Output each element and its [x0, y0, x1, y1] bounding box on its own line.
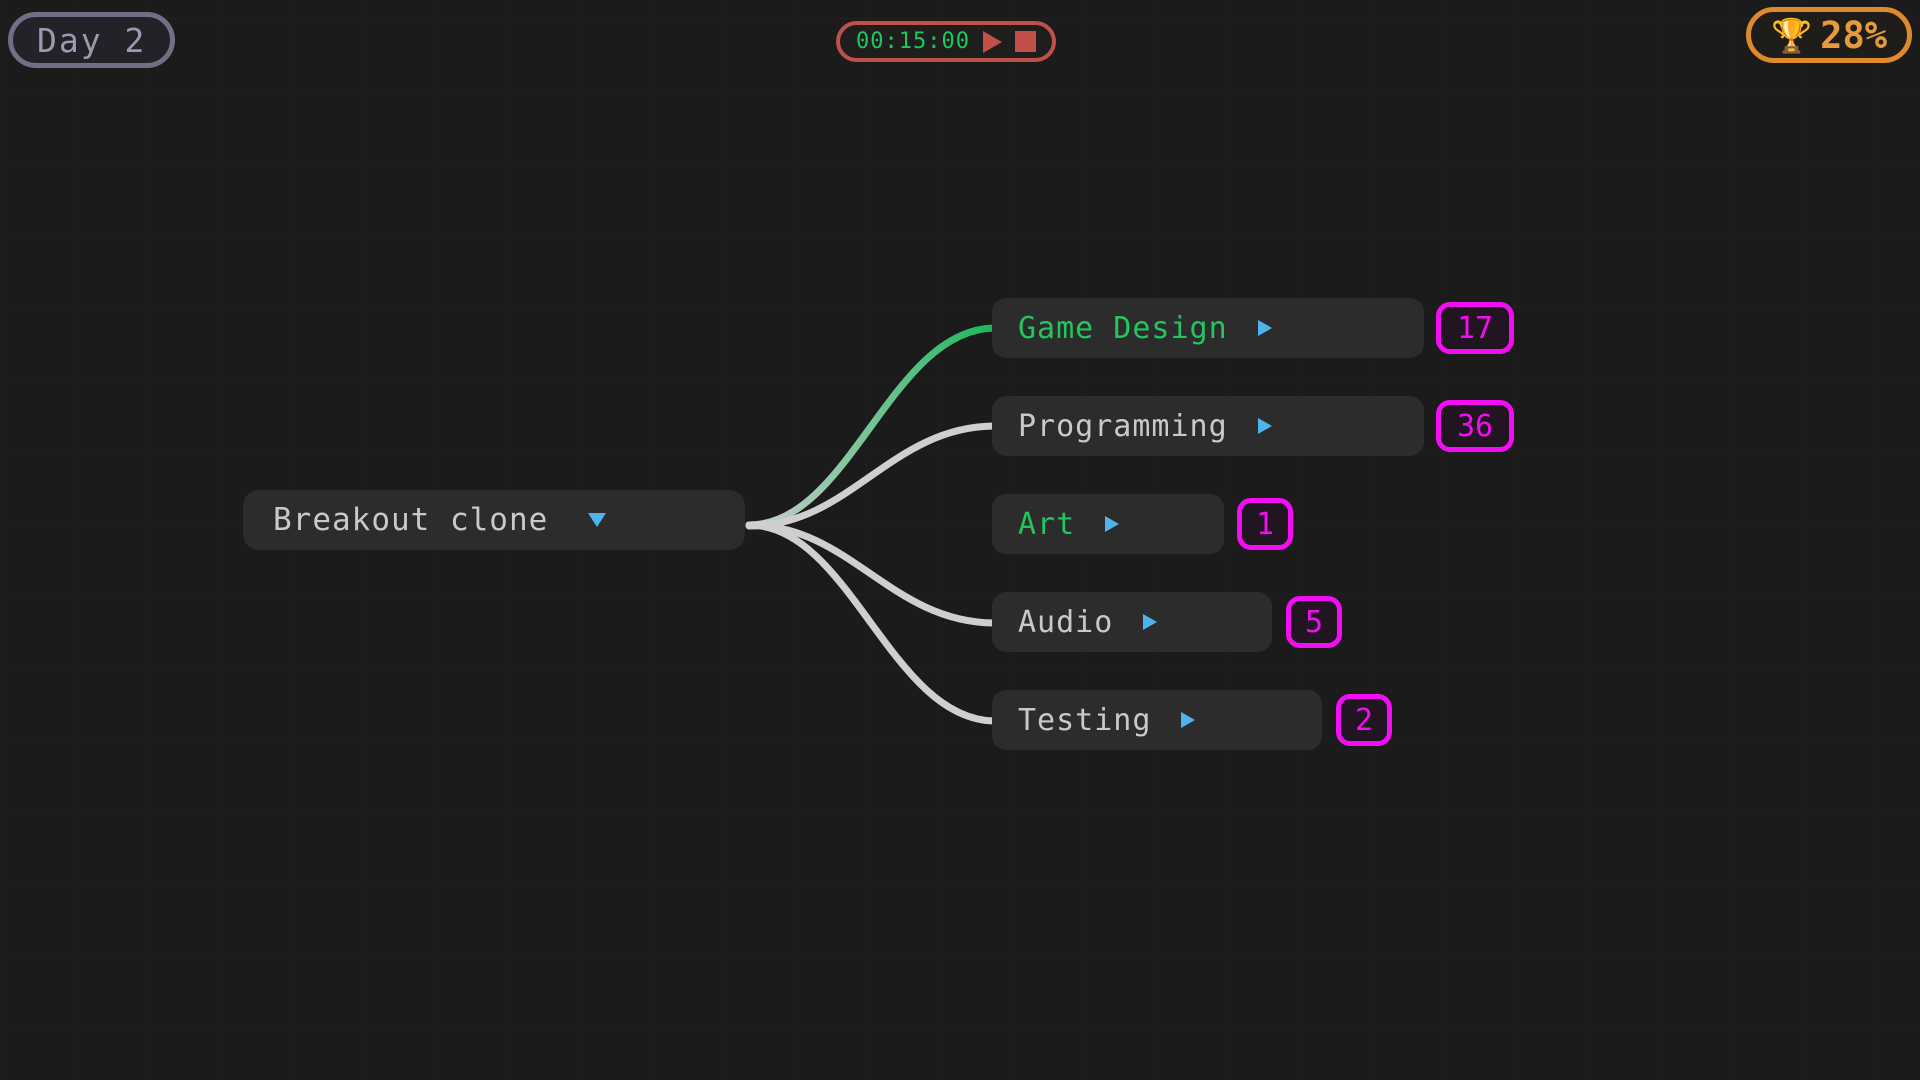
day-badge-label: Day 2	[37, 20, 147, 60]
chevron-right-icon[interactable]	[1143, 614, 1158, 630]
count-badge-game-design[interactable]: 17	[1436, 302, 1514, 354]
trophy-icon: 🏆	[1771, 15, 1813, 55]
chevron-right-icon[interactable]	[1257, 320, 1272, 336]
count-badge-art[interactable]: 1	[1237, 498, 1293, 550]
root-node[interactable]: Breakout clone	[243, 490, 745, 550]
node-label-programming: Programming	[1018, 408, 1228, 444]
count-badge-programming[interactable]: 36	[1436, 400, 1514, 452]
node-programming[interactable]: Programming	[992, 396, 1424, 456]
node-label-testing: Testing	[1018, 702, 1152, 738]
root-node-label: Breakout clone	[273, 502, 549, 538]
count-badge-audio[interactable]: 5	[1286, 596, 1342, 648]
chevron-right-icon[interactable]	[1257, 418, 1272, 434]
count-badge-testing[interactable]: 2	[1336, 694, 1392, 746]
timer-value: 00:15:00	[856, 29, 970, 54]
node-testing[interactable]: Testing	[992, 690, 1322, 750]
stop-icon[interactable]	[1014, 31, 1036, 52]
node-art[interactable]: Art	[992, 494, 1224, 554]
node-game-design[interactable]: Game Design	[992, 298, 1424, 358]
score-badge: 🏆 28%	[1746, 7, 1912, 63]
node-label-art: Art	[1018, 506, 1076, 542]
node-label-game-design: Game Design	[1018, 310, 1228, 346]
day-badge: Day 2	[8, 12, 176, 68]
chevron-right-icon[interactable]	[1181, 712, 1196, 728]
chevron-down-icon[interactable]	[588, 513, 607, 527]
node-label-audio: Audio	[1018, 604, 1114, 640]
node-audio[interactable]: Audio	[992, 592, 1272, 652]
play-icon[interactable]	[982, 30, 1002, 53]
chevron-right-icon[interactable]	[1105, 516, 1120, 532]
score-value: 28%	[1820, 13, 1887, 57]
timer-widget[interactable]: 00:15:00	[836, 21, 1056, 62]
